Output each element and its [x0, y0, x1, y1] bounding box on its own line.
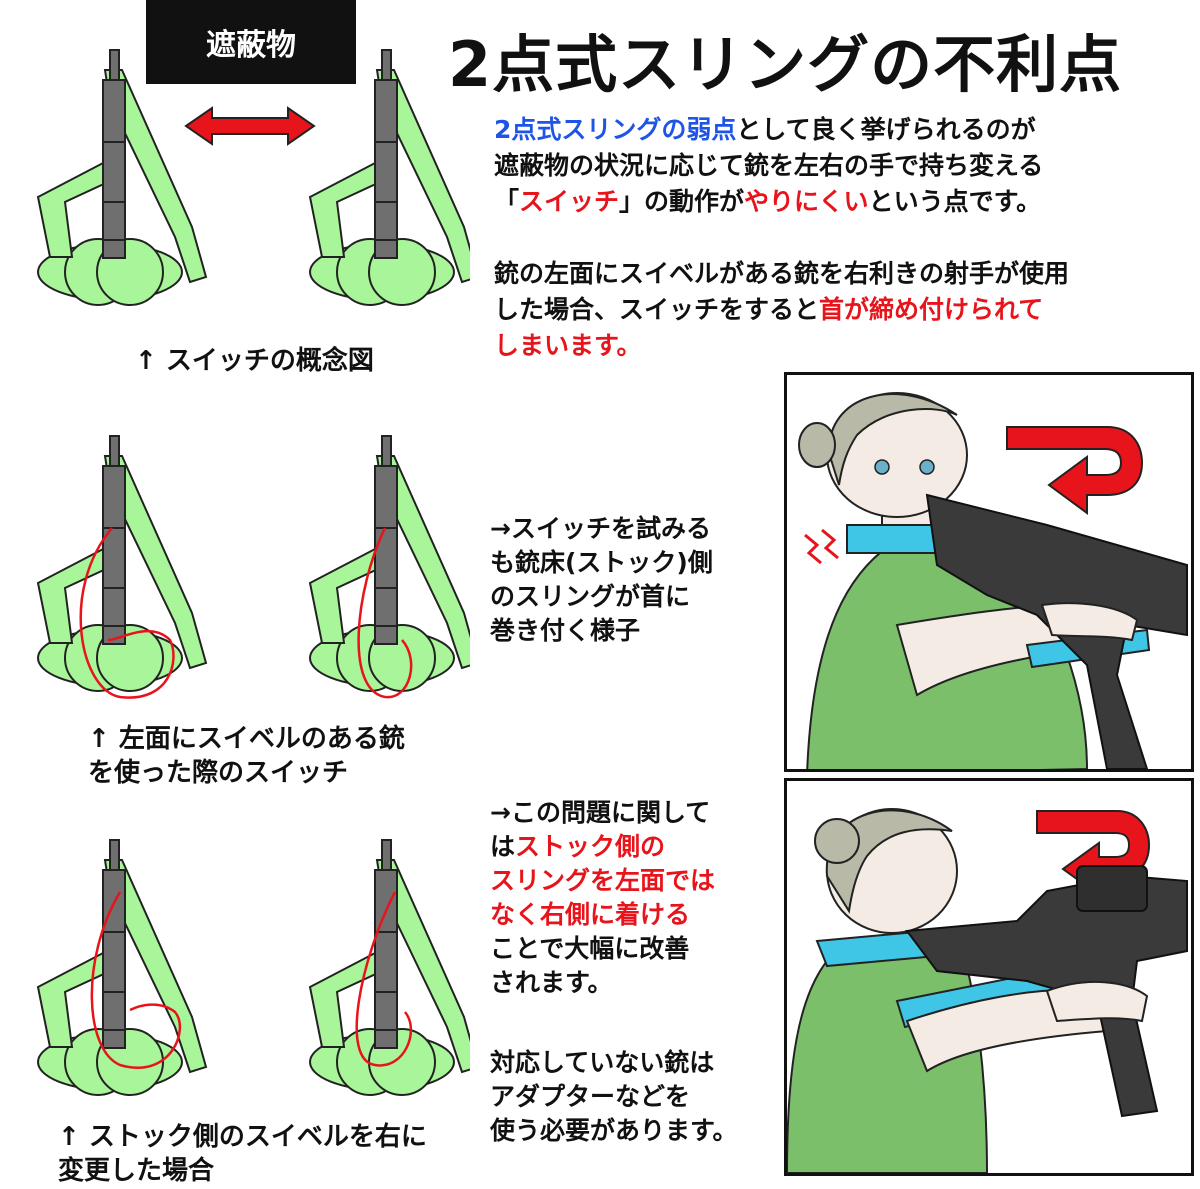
- right-swivel-figure-left: [37, 839, 207, 1096]
- cover-label-text: 遮蔽物: [206, 28, 296, 63]
- note-fix: →この問題に関して はストック側の スリングを左面では なく右側に着ける ことで…: [490, 798, 716, 997]
- concept-figure-left: [37, 49, 207, 306]
- note-choke: →スイッチを試みる も銃床(ストック)側 のスリングが首に 巻き付く様子: [490, 514, 713, 645]
- intro-line-3: 「スイッチ」の動作がやりにくいという点です。: [494, 187, 1042, 216]
- illustration-fixed-panel: [784, 778, 1194, 1176]
- cover-label: 遮蔽物: [146, 0, 356, 84]
- concept-figure-right: [309, 49, 470, 306]
- rotate-arrow-icon: [1006, 426, 1144, 515]
- intro-text-block: 2点式スリングの弱点として良く挙げられるのが 遮蔽物の状況に応じて銃を左右の手で…: [494, 112, 1069, 364]
- intro-line-1: 2点式スリングの弱点として良く挙げられるのが: [494, 115, 1036, 144]
- intro-line-6: しまいます。: [494, 331, 642, 360]
- double-arrow-icon: [184, 106, 316, 146]
- note-adapter: 対応していない銃は アダプターなどを 使う必要があります。: [490, 1048, 738, 1145]
- caption-right-swivel: ↑ ストック側のスイベルを右に 変更した場合: [58, 1122, 427, 1186]
- switch-diagrams: [37, 49, 470, 1096]
- intro-line-2: 遮蔽物の状況に応じて銃を左右の手で持ち変える: [494, 151, 1044, 180]
- left-swivel-figure-right: [309, 435, 470, 699]
- page-title: 2点式スリングの不利点: [448, 28, 1123, 101]
- caption-left-swivel: ↑ 左面にスイベルのある銃 を使った際のスイッチ: [88, 724, 405, 788]
- right-swivel-figure-right: [309, 839, 470, 1096]
- intro-line-4: 銃の左面にスイベルがある銃を右利きの射手が使用: [494, 259, 1070, 288]
- left-swivel-figure-left: [37, 435, 207, 699]
- illustration-choke-panel: [784, 372, 1194, 772]
- caption-concept: ↑ スイッチの概念図: [135, 346, 374, 376]
- intro-line-5: した場合、スイッチをすると首が締め付けられて: [494, 295, 1044, 324]
